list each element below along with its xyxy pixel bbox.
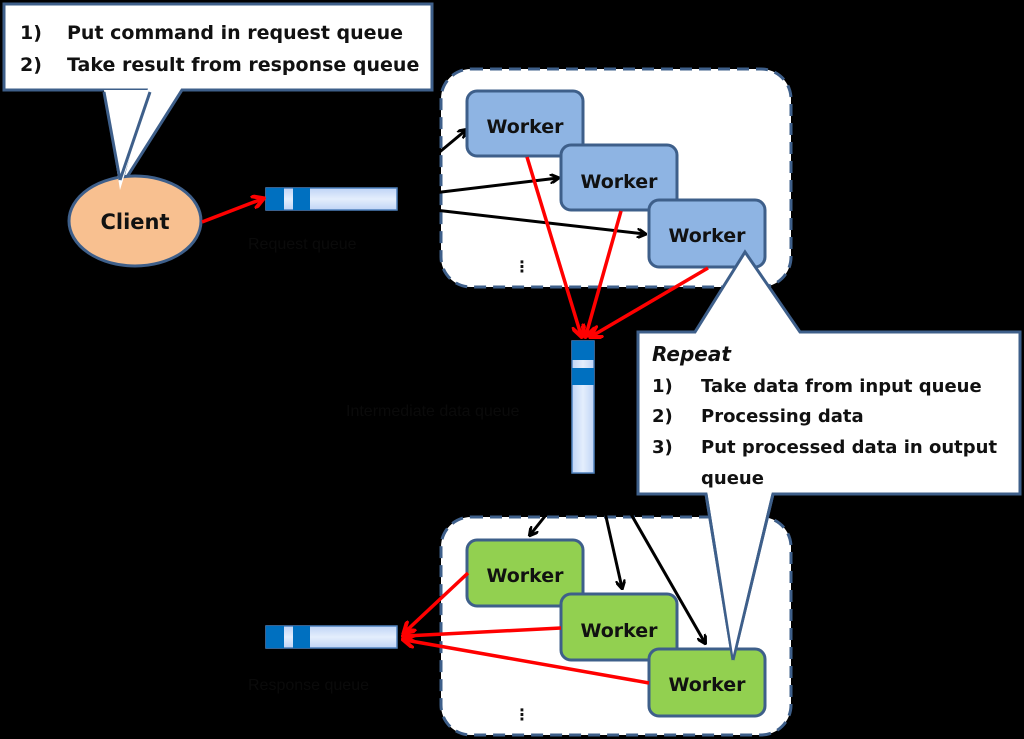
response-queue: [265, 625, 398, 649]
worker-label: Worker: [580, 171, 658, 193]
intermediate-queue: [571, 340, 595, 474]
response-queue-label: Response queue: [248, 677, 369, 694]
worker-step-3-continuation: queue: [701, 468, 764, 489]
client-step-1-text: Put command in request queue: [67, 22, 403, 44]
worker-label: Worker: [486, 116, 564, 138]
worker-2c: Worker: [647, 647, 767, 718]
arrow-worker-1b-to-intermediate: [586, 210, 623, 335]
worker-step-2-num: 2): [652, 406, 673, 427]
arrow-worker-2c-to-response: [405, 640, 650, 685]
arrow-intermediate-to-worker-2b: [596, 480, 622, 588]
more-workers-ellipsis-1: ⋮: [514, 257, 530, 276]
worker-callout-title: Repeat: [652, 342, 732, 366]
request-queue-label: Request queue: [248, 236, 357, 253]
more-workers-ellipsis-2: ⋮: [514, 705, 530, 724]
worker-1c: Worker: [647, 198, 767, 269]
arrow-intermediate-to-worker-2a: [530, 480, 575, 535]
worker-step-3-text: Put processed data in output: [701, 437, 997, 458]
client-callout: [2, 2, 434, 189]
arrow-worker-2b-to-response: [405, 626, 562, 636]
worker-1b: Worker: [559, 143, 679, 212]
worker-1a: Worker: [465, 89, 585, 158]
callout-pointer-edge: [731, 493, 775, 661]
client-step-2-num: 2): [20, 54, 42, 76]
callout-pointer-fill: [708, 494, 771, 655]
worker-step-1-num: 1): [652, 376, 673, 397]
client-step-1-num: 1): [20, 22, 42, 44]
arrow-worker-1c-to-intermediate: [592, 266, 709, 336]
worker-label: Worker: [486, 565, 564, 587]
worker-label: Worker: [668, 225, 746, 247]
arrow-request-to-worker-1a: [399, 130, 466, 187]
arrow-intermediate-to-worker-2c: [610, 480, 705, 643]
worker-step-1-text: Take data from input queue: [701, 376, 982, 397]
arrow-request-to-worker-1b: [399, 178, 558, 199]
client-label: Client: [100, 210, 169, 234]
arrow-worker-2a-to-response: [405, 571, 470, 632]
callout-pointer-edge: [704, 493, 735, 661]
worker-step-2-text: Processing data: [701, 406, 864, 427]
worker-label: Worker: [580, 620, 658, 642]
client-node: Client: [67, 90, 203, 268]
arrow-request-to-worker-1c: [399, 204, 645, 234]
worker-label: Worker: [668, 674, 746, 696]
worker-2b: Worker: [559, 592, 679, 662]
request-queue: [265, 187, 398, 211]
worker-step-3-num: 3): [652, 437, 673, 458]
intermediate-queue-label: Intermediate data queue: [346, 403, 520, 420]
arrow-client-to-request-queue: [201, 199, 262, 224]
client-step-2-text: Take result from response queue: [67, 54, 419, 76]
arrow-worker-1a-to-intermediate: [525, 156, 581, 335]
